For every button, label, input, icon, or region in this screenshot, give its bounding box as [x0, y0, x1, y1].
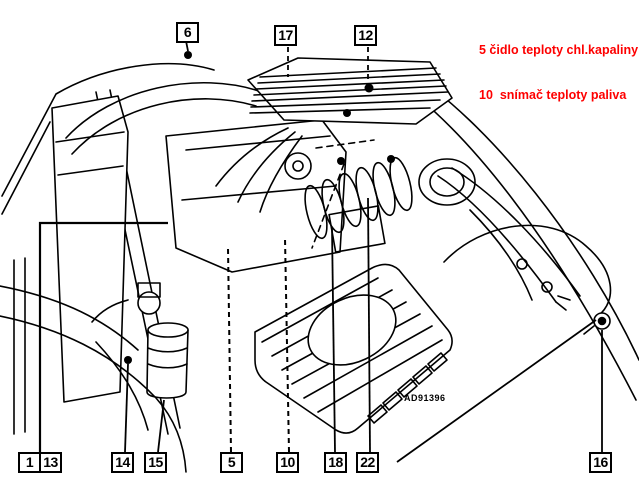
- callout-1-label: 1: [18, 452, 41, 473]
- callout-13-label: 13: [39, 452, 62, 473]
- callout-6: 6: [176, 22, 199, 43]
- leader-lines: [38, 40, 603, 463]
- callout-16: 16: [589, 452, 612, 473]
- callout-5-label: 5: [220, 452, 243, 473]
- callout-15-label: 15: [144, 452, 167, 473]
- callout-22: 22: [356, 452, 379, 473]
- callout-14-label: 14: [111, 452, 134, 473]
- callout-22-label: 22: [356, 452, 379, 473]
- legend-line-1: 5 čidlo teploty chl.kapaliny: [479, 43, 639, 57]
- callout-6-label: 6: [176, 22, 199, 43]
- legend-line-2: 10 snímač teploty paliva: [479, 88, 627, 102]
- bumper-lines: [0, 257, 187, 473]
- callout-10: 10: [276, 452, 299, 473]
- cables: [437, 167, 581, 311]
- callout-1-13: 1 13: [18, 452, 62, 473]
- intake-duct: [304, 156, 476, 253]
- fuel-filter: [91, 282, 189, 399]
- callout-12: 12: [354, 25, 377, 46]
- marker-dots: [337, 109, 395, 165]
- valve-cover: [247, 57, 453, 125]
- callout-5: 5: [220, 452, 243, 473]
- air-cleaner-box: [254, 263, 453, 434]
- radiator-end: [51, 81, 263, 403]
- callout-17-label: 17: [274, 25, 297, 46]
- engine-block: [165, 119, 375, 273]
- figure-code: AD91396: [404, 393, 446, 403]
- callout-17: 17: [274, 25, 297, 46]
- callout-18-label: 18: [324, 452, 347, 473]
- callout-12-label: 12: [354, 25, 377, 46]
- callout-10-label: 10: [276, 452, 299, 473]
- grommet: [583, 312, 611, 335]
- callout-14: 14: [111, 452, 134, 473]
- callout-15: 15: [144, 452, 167, 473]
- legend: 5 čidlo teploty chl.kapaliny 10 snímač t…: [479, 13, 638, 133]
- callout-16-label: 16: [589, 452, 612, 473]
- callout-18: 18: [324, 452, 347, 473]
